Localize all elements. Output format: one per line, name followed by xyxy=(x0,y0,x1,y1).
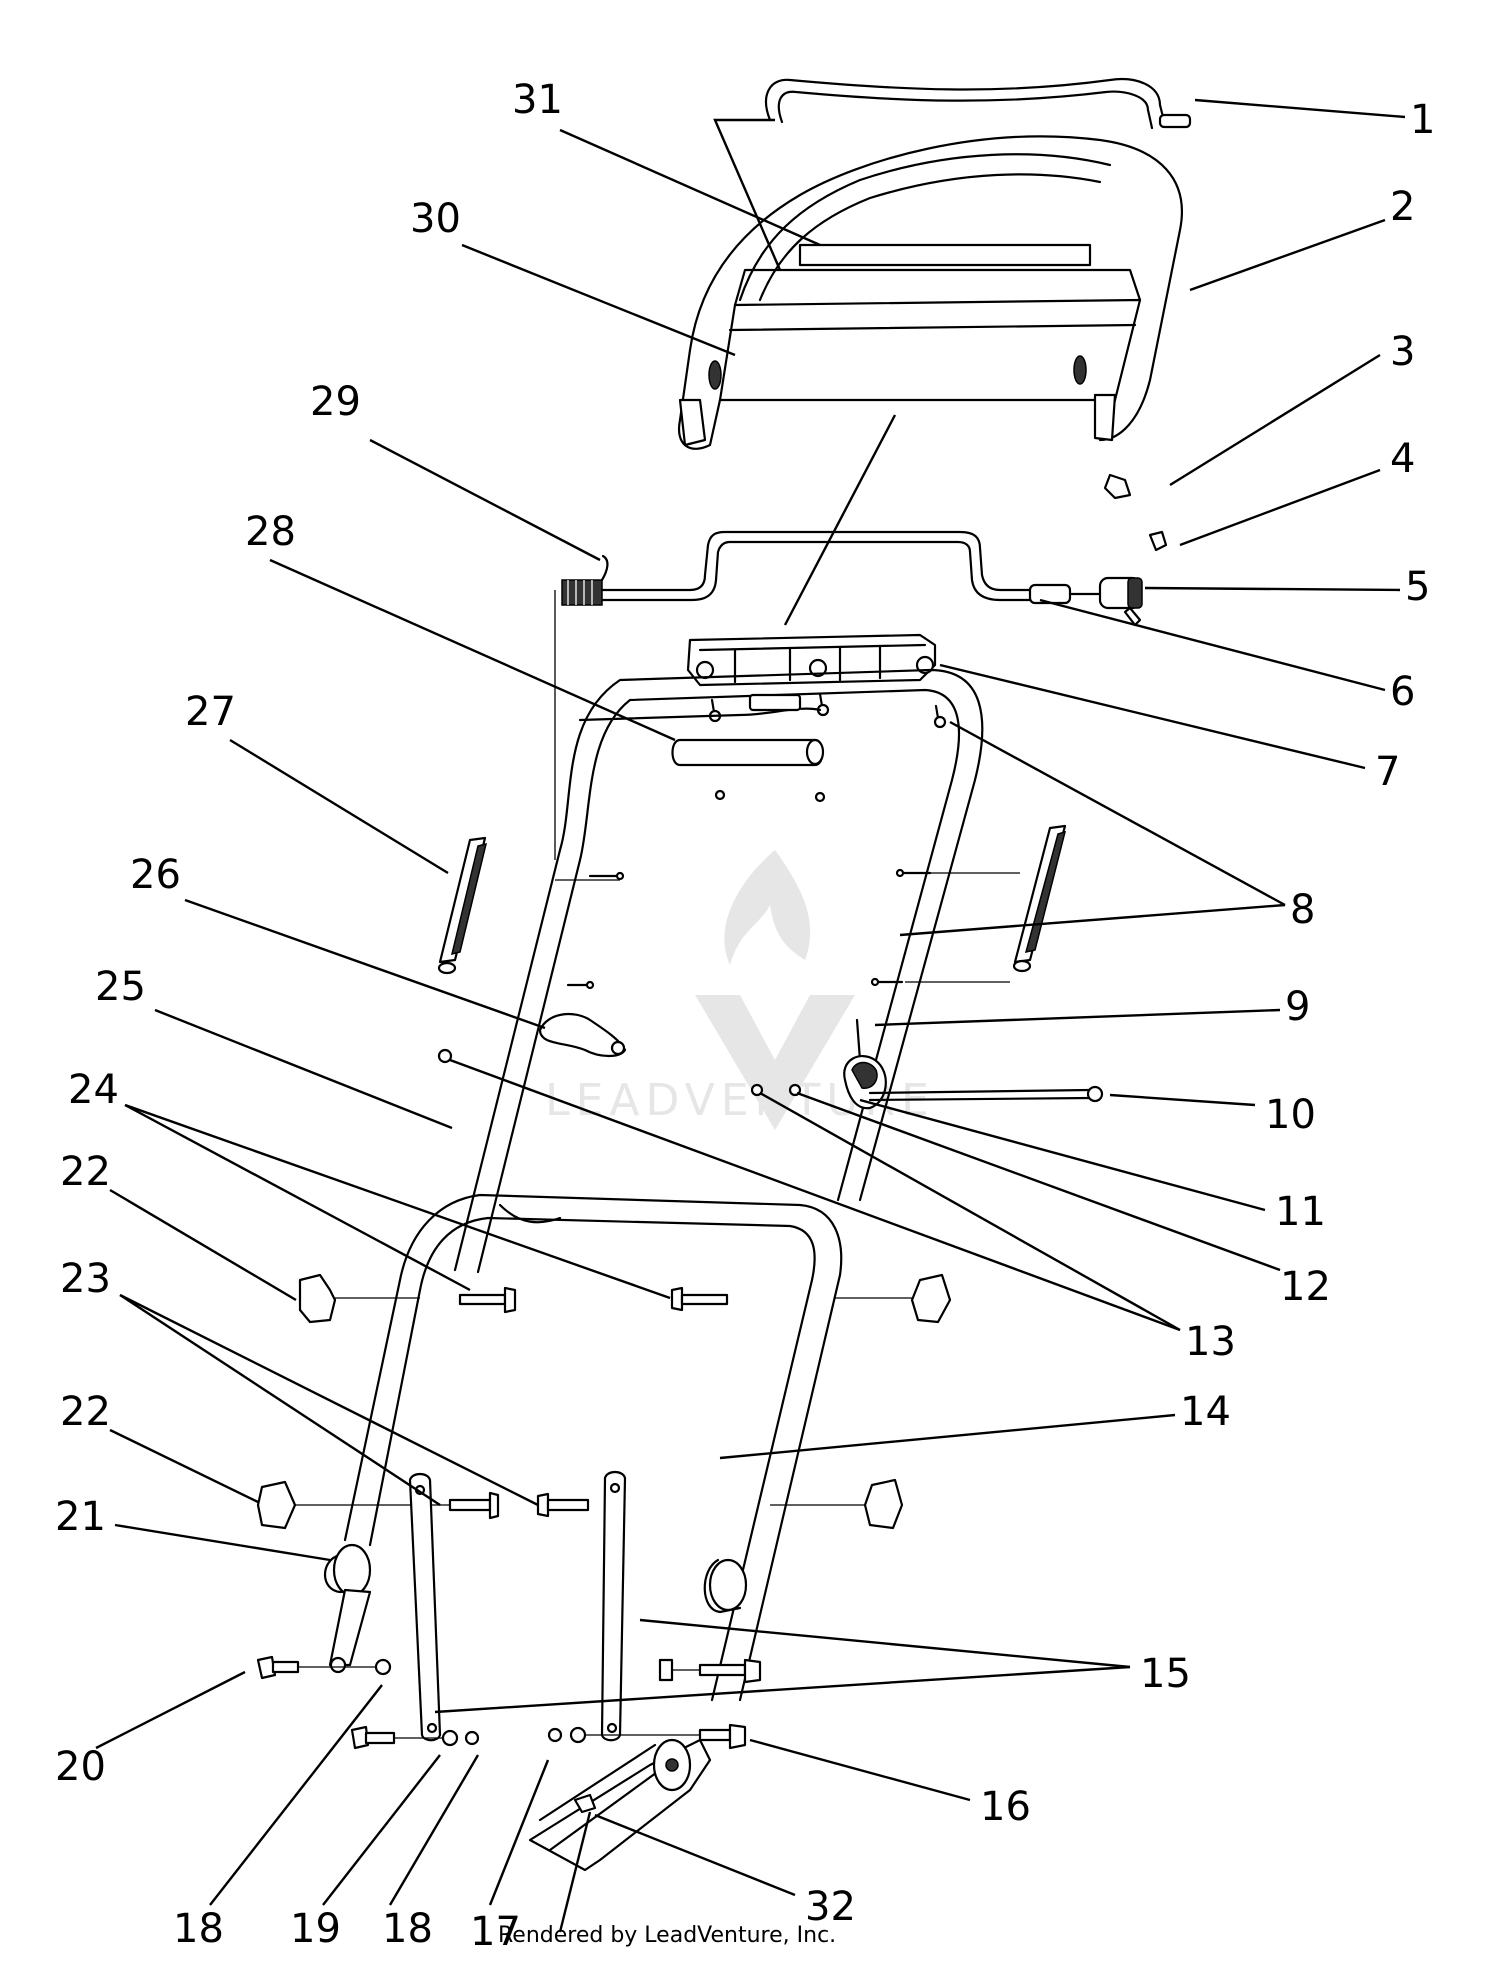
callout-3: 3 xyxy=(1390,329,1415,375)
callout-18a: 18 xyxy=(382,1906,433,1952)
callout-21: 21 xyxy=(55,1494,106,1540)
callout-9: 9 xyxy=(1285,984,1310,1030)
callout-18b: 18 xyxy=(173,1906,224,1952)
part-cylinder xyxy=(671,738,825,767)
callout-labels: 1 2 3 4 5 6 7 8 9 10 11 12 13 14 15 16 1… xyxy=(55,77,1435,1955)
callout-19: 19 xyxy=(290,1906,341,1952)
part-screws-top xyxy=(708,692,947,729)
callout-16: 16 xyxy=(980,1784,1031,1830)
watermark-flame-icon xyxy=(724,850,811,965)
callout-14: 14 xyxy=(1180,1389,1231,1435)
callout-6: 6 xyxy=(1390,669,1415,715)
part-deck-bracket xyxy=(528,1738,712,1872)
callout-15: 15 xyxy=(1140,1651,1191,1697)
part-hardware-lower-right xyxy=(547,1723,747,1750)
part-shroud xyxy=(677,135,1183,450)
part-side-grip-right xyxy=(1012,824,1067,973)
watermark-v-icon xyxy=(695,995,855,1130)
callout-32: 32 xyxy=(805,1884,856,1930)
callout-26: 26 xyxy=(130,852,181,898)
part-screws-side xyxy=(555,868,1020,990)
part-bolt-23b xyxy=(536,1492,590,1518)
leader-lines xyxy=(95,98,1406,1933)
callout-2: 2 xyxy=(1390,184,1415,230)
part-control-bail xyxy=(598,530,1143,627)
part-knob-lower-right xyxy=(770,1478,904,1530)
part-bolt-24b xyxy=(670,1286,729,1312)
callout-12: 12 xyxy=(1280,1264,1331,1310)
callout-31: 31 xyxy=(512,77,563,123)
callout-17: 17 xyxy=(470,1909,521,1955)
part-knob-upper-left xyxy=(298,1273,420,1324)
callout-20: 20 xyxy=(55,1744,106,1790)
part-knob-upper-right xyxy=(835,1273,952,1324)
part-clip xyxy=(538,1013,627,1058)
callout-13: 13 xyxy=(1185,1319,1236,1365)
part-bracket xyxy=(1103,473,1168,552)
callout-28: 28 xyxy=(245,509,296,555)
callout-29: 29 xyxy=(310,379,361,425)
callout-8: 8 xyxy=(1290,887,1315,933)
part-bolt-23a xyxy=(448,1491,500,1520)
callout-25: 25 xyxy=(95,964,146,1010)
part-spring xyxy=(554,554,609,860)
callout-1: 1 xyxy=(1410,97,1435,143)
part-upper-handle xyxy=(453,668,984,1274)
callout-30: 30 xyxy=(410,196,461,242)
part-bolt-20 xyxy=(256,1655,392,1680)
callout-23: 23 xyxy=(60,1256,111,1302)
part-cable-clamp xyxy=(437,1018,1104,1110)
part-lower-arm xyxy=(328,1588,372,1674)
callout-22a: 22 xyxy=(60,1149,111,1195)
part-hardware-lower-left xyxy=(350,1725,480,1750)
part-lower-handle xyxy=(324,1193,843,1702)
part-side-grip-left xyxy=(437,836,488,975)
footer-credit: Rendered by LeadVenture, Inc. xyxy=(498,1923,836,1948)
callout-22b: 22 xyxy=(60,1389,111,1435)
part-upper-bail xyxy=(765,78,1192,130)
callout-27: 27 xyxy=(185,689,236,735)
callout-7: 7 xyxy=(1375,749,1400,795)
callout-24: 24 xyxy=(68,1067,119,1113)
callout-10: 10 xyxy=(1265,1092,1316,1138)
part-hardware-mid-right xyxy=(658,1658,762,1684)
callout-4: 4 xyxy=(1390,436,1415,482)
callout-11: 11 xyxy=(1275,1189,1326,1235)
part-bolt-24a xyxy=(458,1286,517,1314)
part-strap-left xyxy=(408,1472,442,1742)
part-strap-right xyxy=(600,1470,627,1742)
callout-5: 5 xyxy=(1405,564,1430,610)
